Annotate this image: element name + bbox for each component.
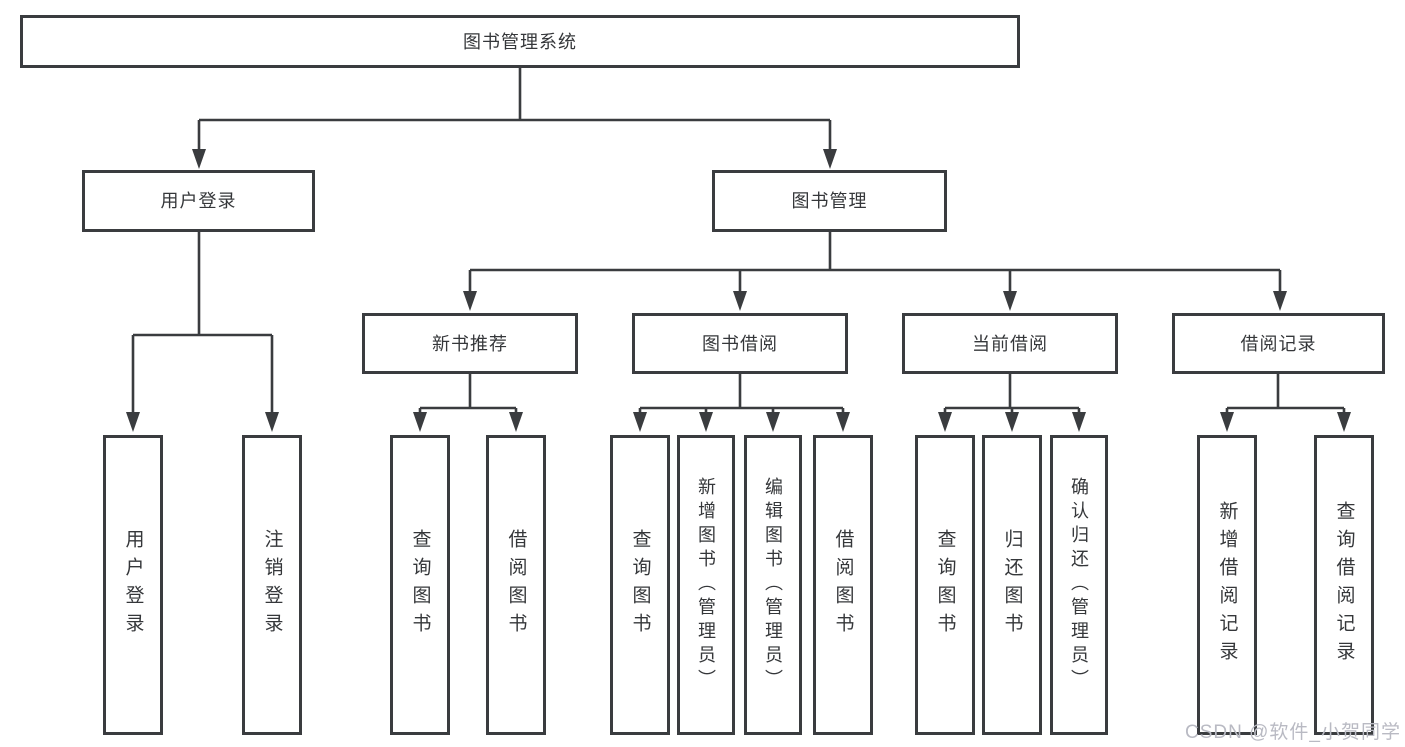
leaf-label: 查询图书: [629, 529, 651, 641]
leaf-user-login: 用户登录: [103, 435, 163, 735]
leaf-label: 确认归还（管理员）: [1069, 477, 1089, 693]
leaf-label: 编辑图书（管理员）: [763, 477, 783, 693]
node-label: 用户登录: [160, 191, 237, 211]
node-book-borrowing: 图书借阅: [632, 313, 848, 374]
leaf-nb-query-books: 查询图书: [390, 435, 450, 735]
leaf-label: 借阅图书: [505, 529, 527, 641]
leaf-label: 新增借阅记录: [1216, 501, 1238, 669]
node-current-borrowing: 当前借阅: [902, 313, 1118, 374]
leaf-label: 查询借阅记录: [1333, 501, 1355, 669]
node-label: 借阅记录: [1240, 333, 1317, 354]
node-label: 图书管理系统: [463, 31, 577, 52]
leaf-cb-query-books: 查询图书: [915, 435, 975, 735]
leaf-br-add-record: 新增借阅记录: [1197, 435, 1257, 735]
leaf-br-query-record: 查询借阅记录: [1314, 435, 1374, 735]
node-label: 当前借阅: [972, 333, 1048, 354]
leaf-nb-borrow-books: 借阅图书: [486, 435, 546, 735]
node-library-system: 图书管理系统: [20, 15, 1020, 68]
node-label: 新书推荐: [432, 333, 508, 354]
watermark: CSDN @软件_小贺同学: [1185, 722, 1401, 743]
leaf-cb-return-books: 归还图书: [982, 435, 1042, 735]
leaf-label: 查询图书: [409, 529, 431, 641]
node-user-login: 用户登录: [82, 170, 315, 232]
leaf-logout-login: 注销登录: [242, 435, 302, 735]
leaf-bb-add-books-admin: 新增图书（管理员）: [677, 435, 735, 735]
leaf-cb-confirm-return-admin: 确认归还（管理员）: [1050, 435, 1108, 735]
node-label: 图书管理: [791, 191, 868, 211]
node-borrowing-records: 借阅记录: [1172, 313, 1385, 374]
leaf-label: 借阅图书: [832, 529, 854, 641]
node-new-book-recommend: 新书推荐: [362, 313, 578, 374]
leaf-label: 归还图书: [1001, 529, 1023, 641]
leaf-bb-borrow-books: 借阅图书: [813, 435, 873, 735]
leaf-label: 用户登录: [122, 529, 144, 641]
node-label: 图书借阅: [702, 333, 778, 354]
leaf-bb-query-books: 查询图书: [610, 435, 670, 735]
leaf-bb-edit-books-admin: 编辑图书（管理员）: [744, 435, 802, 735]
leaf-label: 注销登录: [261, 529, 283, 641]
leaf-label: 查询图书: [934, 529, 956, 641]
node-book-management: 图书管理: [712, 170, 947, 232]
leaf-label: 新增图书（管理员）: [696, 477, 716, 693]
